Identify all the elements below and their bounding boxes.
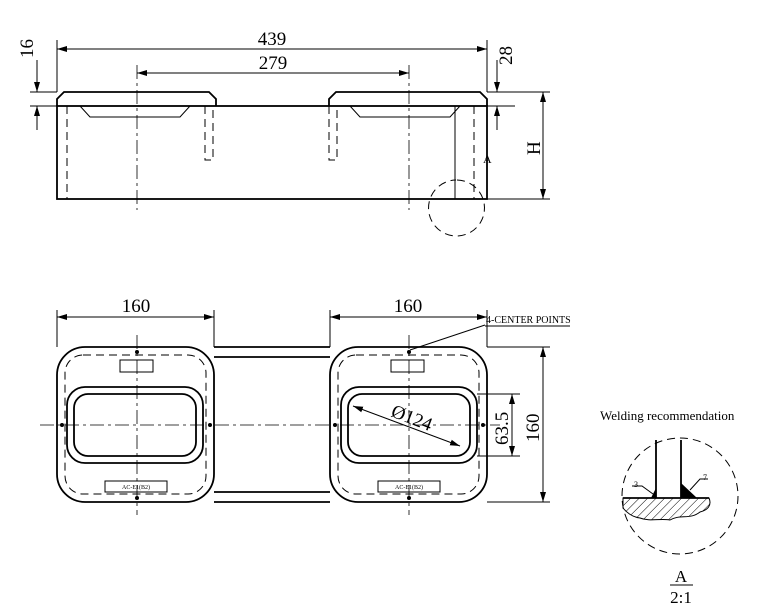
- dim-279: 279: [259, 53, 288, 74]
- dim-160-right: 160: [394, 296, 423, 317]
- plate-label-left: AC-E1(B2): [122, 484, 150, 491]
- welding-title: Welding recommendation: [600, 408, 735, 423]
- detail-marker: A: [483, 152, 492, 166]
- detail-view-letter: A: [675, 567, 688, 586]
- welding-detail: Welding recommendation 3 7 A 2:1: [600, 408, 739, 607]
- center-points-callout: 4-CENTER POINTS: [486, 315, 571, 326]
- dim-160-depth: 160: [523, 414, 544, 443]
- detail-scale: 2:1: [670, 588, 692, 607]
- dim-diameter-124: Ø124: [388, 401, 435, 436]
- dim-160-left: 160: [122, 296, 151, 317]
- weld-size-right: 7: [703, 473, 707, 482]
- front-view: A 439 279 16 28 H: [17, 29, 550, 237]
- top-view: AC-E1(B2) AC-E1(B2) 160 160 4-CENTER POI…: [40, 296, 571, 515]
- dim-H: H: [524, 141, 545, 155]
- dim-16: 16: [17, 39, 38, 58]
- weld-size-left: 3: [634, 480, 638, 489]
- dim-63-5: 63.5: [492, 412, 513, 445]
- dim-439: 439: [258, 29, 287, 50]
- dim-28: 28: [496, 46, 517, 65]
